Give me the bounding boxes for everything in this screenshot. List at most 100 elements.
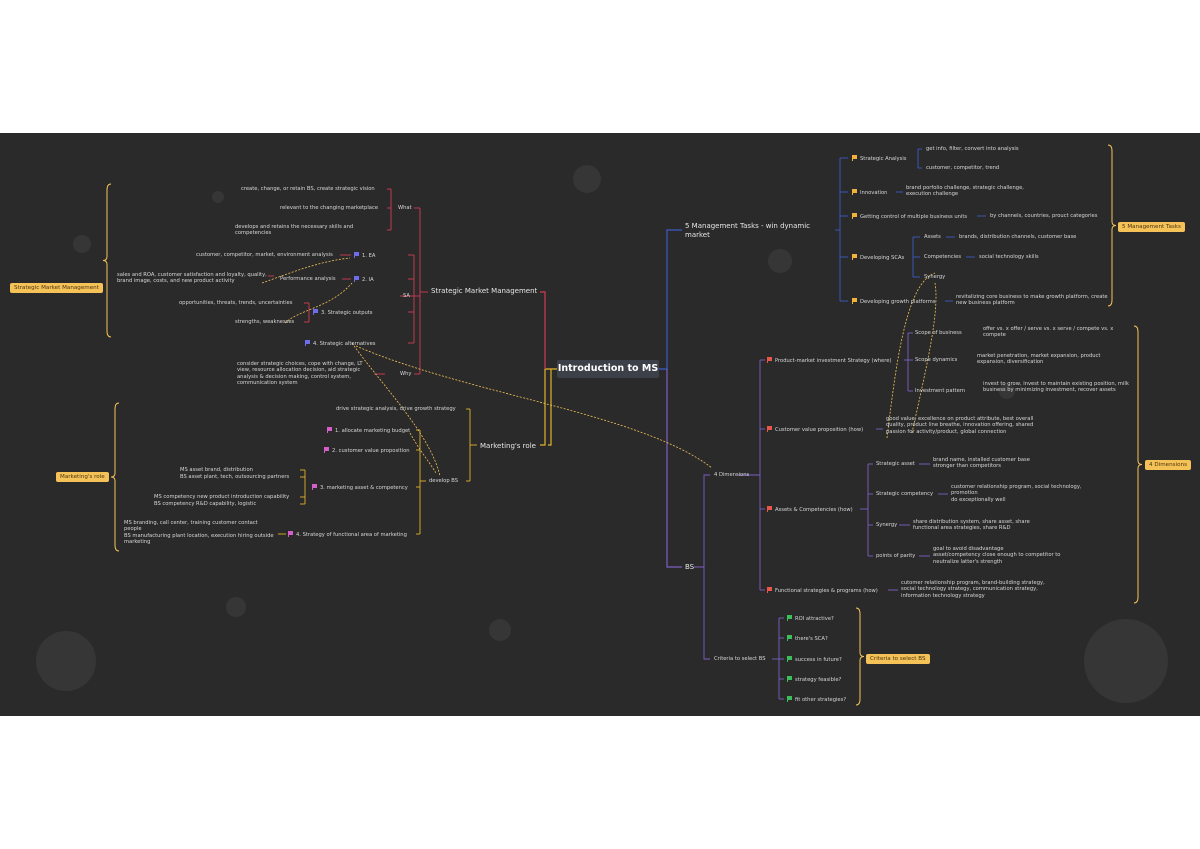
criteria-success-label: success in future? <box>795 657 842 663</box>
topic-product-market-strategy[interactable]: Product-market investment Strategy (wher… <box>767 357 891 364</box>
criteria-feasible[interactable]: strategy feasible? <box>787 676 841 683</box>
asset-detail-2[interactable]: BS asset plant, tech, outsourcing partne… <box>180 474 290 480</box>
tag-criteria-to-select-bs[interactable]: Criteria to select BS <box>866 654 930 664</box>
topic-marketings-role[interactable]: Marketing's role <box>480 442 536 450</box>
topic-strategic-asset[interactable]: Strategic asset <box>876 461 915 467</box>
scope-detail[interactable]: offer vs. x offer / serve vs. x serve / … <box>983 326 1114 339</box>
topic-allocate-budget[interactable]: 1. allocate marketing budget <box>327 427 410 434</box>
topic-strategic-alternatives[interactable]: 4. Strategic alternatives <box>305 340 376 347</box>
what-item-3[interactable]: develops and retains the necessary skill… <box>235 224 354 237</box>
root-topic[interactable]: Introduction to MS <box>557 360 659 378</box>
connector-line <box>351 342 441 477</box>
criteria-sca[interactable]: there's SCA? <box>787 635 828 642</box>
control-detail[interactable]: by channels, countries, prouct categorie… <box>990 213 1098 219</box>
decor-circle <box>573 165 601 193</box>
criteria-roi[interactable]: ROI attractive? <box>787 615 834 622</box>
topic-strategic-analysis[interactable]: Strategic Analysis <box>852 155 906 162</box>
connector-line <box>703 567 710 660</box>
topic-investment-pattern[interactable]: Investment pattern <box>915 388 966 394</box>
what-item-2[interactable]: relevant to the changing marketplace <box>280 205 379 211</box>
topic-4-dimensions[interactable]: 4 Dimensions <box>714 472 750 478</box>
topic-criteria-to-select-bs[interactable]: Criteria to select BS <box>714 656 766 662</box>
strengths-item[interactable]: strengths, weaknesses <box>235 319 295 325</box>
topic-performance-analysis[interactable]: Performance analysis <box>280 276 336 282</box>
innovation-detail[interactable]: brand porfolio challenge, strategic chal… <box>906 185 1024 198</box>
topic-5-management-tasks[interactable]: 5 Management Tasks - win dynamic market <box>685 222 811 239</box>
topic-develop-bs[interactable]: develop BS <box>429 478 459 484</box>
ea-detail[interactable]: customer, competitor, market, environmen… <box>196 252 333 258</box>
topic-strategic-competency[interactable]: Strategic competency <box>876 491 934 497</box>
investment-detail[interactable]: invest to grow, invest to maintain exist… <box>983 381 1129 394</box>
tag-5-management-tasks[interactable]: 5 Management Tasks <box>1118 222 1185 232</box>
parity-detail[interactable]: goal to avoid disadvantage asset/compete… <box>933 546 1061 565</box>
what-item-1[interactable]: create, change, or retain BS, create str… <box>241 186 375 192</box>
topic-bs[interactable]: BS <box>685 563 695 571</box>
topic-functional-area[interactable]: 4. Strategy of functional area of market… <box>288 531 407 538</box>
criteria-feasible-label: strategy feasible? <box>795 677 842 683</box>
strategic-competency-detail[interactable]: customer relationship program, social te… <box>951 484 1082 503</box>
decor-circle <box>73 235 91 253</box>
topic-ea[interactable]: 1. EA <box>354 252 375 259</box>
flag-icon <box>354 252 359 258</box>
sca-assets-detail[interactable]: brands, distribution channels, customer … <box>959 234 1077 240</box>
topic-multiple-business-units[interactable]: Getting control of multiple business uni… <box>852 213 967 220</box>
tag-marketings-role[interactable]: Marketing's role <box>56 472 109 482</box>
topic-customer-value-proposition-how-label: Customer value proposition (how) <box>775 427 864 433</box>
topic-why[interactable]: Why <box>400 371 412 377</box>
dynamics-detail[interactable]: market penetration, market expansion, pr… <box>977 353 1101 366</box>
topic-marketing-asset-competency[interactable]: 3. marketing asset & competency <box>312 484 408 491</box>
connector-line <box>911 282 937 434</box>
topic-sca-competencies[interactable]: Competencies <box>924 254 962 260</box>
asset-detail-3[interactable]: MS competency new product introduction c… <box>154 494 290 500</box>
topic-strategic-outputs[interactable]: 3. Strategic outputs <box>313 309 373 316</box>
flag-icon <box>852 189 857 195</box>
connector-line <box>540 291 546 369</box>
tag-4-dimensions[interactable]: 4 Dimensions <box>1145 460 1191 470</box>
topic-ia-label: 2. IA <box>362 277 374 283</box>
topic-sca-assets[interactable]: Assets <box>924 234 941 240</box>
topic-assets-competencies-label: Assets & Competencies (how) <box>775 507 853 513</box>
topic-synergy[interactable]: Synergy <box>876 522 898 528</box>
growth-detail[interactable]: revitalizing core business to make growt… <box>956 294 1108 307</box>
asset-detail-1[interactable]: MS asset brand, distribution <box>180 467 253 473</box>
analysis-item-2[interactable]: customer, competitor, trend <box>926 165 1000 171</box>
decor-circle <box>1084 619 1168 703</box>
topic-scope-of-business[interactable]: Scope of business <box>915 330 962 336</box>
topic-customer-value-proposition-label: 2. customer value proposition <box>332 448 410 454</box>
decor-circle <box>768 249 792 273</box>
opportunities-item[interactable]: opportunities, threats, trends, uncertai… <box>179 300 293 306</box>
performance-detail[interactable]: sales and ROA, customer satisfaction and… <box>117 272 267 285</box>
sca-competencies-detail[interactable]: social technology skills <box>979 254 1039 260</box>
drive-strategic-analysis[interactable]: drive strategic analysis, drive growth s… <box>336 406 456 412</box>
topic-what[interactable]: What <box>398 205 412 211</box>
analysis-item-1[interactable]: get info, filter, convert into analysis <box>926 146 1019 152</box>
connector-line <box>284 282 353 324</box>
cvp-detail[interactable]: good value, excellence on product attrib… <box>886 416 1034 435</box>
topic-developing-scas[interactable]: Developing SCAs <box>852 254 904 261</box>
functional-area-detail[interactable]: MS branding, call center, training custo… <box>124 520 274 546</box>
topic-strategic-market-management[interactable]: Strategic Market Management <box>431 287 538 295</box>
topic-scope-dynamics[interactable]: Scope dynamics <box>915 357 958 363</box>
topic-ea-label: 1. EA <box>362 253 376 259</box>
functional-strategies-detail[interactable]: cutomer relationship program, brand-buil… <box>901 580 1045 599</box>
synergy-detail[interactable]: share distribution system, share asset, … <box>913 519 1030 532</box>
asset-detail-4[interactable]: BS competency R&D capability, logistic <box>154 501 257 507</box>
criteria-success[interactable]: success in future? <box>787 656 842 663</box>
topic-growth-platforms[interactable]: Developing growth platforms <box>852 298 935 305</box>
topic-innovation[interactable]: Innovation <box>852 189 887 196</box>
connector-line <box>1107 144 1117 307</box>
topic-sa[interactable]: SA <box>403 293 410 299</box>
topic-functional-strategies[interactable]: Functional strategies & programs (how) <box>767 587 878 594</box>
why-detail[interactable]: consider strategic choices, cope with ch… <box>237 361 363 387</box>
flag-icon <box>312 484 317 490</box>
topic-ia[interactable]: 2. IA <box>354 276 374 283</box>
topic-customer-value-proposition[interactable]: 2. customer value proposition <box>324 447 410 454</box>
topic-customer-value-proposition-how[interactable]: Customer value proposition (how) <box>767 426 863 433</box>
tag-strategic-market-management[interactable]: Strategic Market Management <box>10 283 103 293</box>
topic-sca-synergy[interactable]: Synergy <box>924 274 946 280</box>
strategic-asset-detail[interactable]: brand name, installed customer base stro… <box>933 457 1030 470</box>
topic-points-of-parity[interactable]: points of parity <box>876 553 916 559</box>
topic-assets-competencies[interactable]: Assets & Competencies (how) <box>767 506 853 513</box>
criteria-fit[interactable]: fit other strategies? <box>787 696 846 703</box>
topic-strategic-alternatives-label: 4. Strategic alternatives <box>313 341 376 347</box>
